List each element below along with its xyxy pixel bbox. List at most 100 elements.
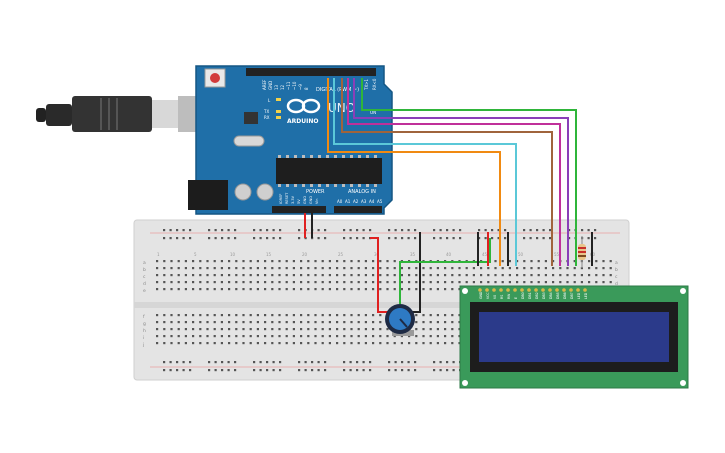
- breadboard-hole: [206, 321, 209, 324]
- breadboard-hole: [516, 274, 519, 277]
- breadboard-hole: [324, 361, 327, 364]
- breadboard-hole: [444, 335, 447, 338]
- lcd-display: GND VCC V0 RS RW E DB0 DB1 DB2 DB3 DB4 D…: [459, 285, 689, 389]
- breadboard-hole: [163, 321, 166, 324]
- breadboard-hole: [451, 321, 454, 324]
- breadboard-hole: [357, 335, 360, 338]
- column-number: 1: [157, 252, 160, 257]
- breadboard-hole: [372, 274, 375, 277]
- lcd-pin-label: DB4: [549, 292, 553, 299]
- breadboard-hole: [271, 342, 274, 345]
- breadboard-hole: [480, 281, 483, 284]
- header-label: 12: [280, 84, 285, 90]
- breadboard-hole: [208, 361, 211, 364]
- breadboard-hole: [199, 260, 202, 263]
- breadboard-hole: [163, 328, 166, 331]
- breadboard-hole: [343, 335, 346, 338]
- breadboard-hole: [357, 260, 360, 263]
- breadboard-hole: [300, 314, 303, 317]
- breadboard-hole: [285, 260, 288, 263]
- breadboard-hole: [156, 314, 159, 317]
- breadboard-hole: [602, 274, 605, 277]
- breadboard-hole: [379, 274, 382, 277]
- column-number: 15: [266, 252, 272, 257]
- breadboard-hole: [220, 335, 223, 338]
- breadboard-hole: [271, 274, 274, 277]
- breadboard-hole: [249, 260, 252, 263]
- breadboard-hole: [314, 335, 317, 338]
- breadboard-hole: [343, 369, 346, 372]
- breadboard-hole: [549, 229, 552, 232]
- breadboard-hole: [336, 260, 339, 263]
- breadboard-hole: [433, 361, 436, 364]
- lcd-pin-hole: [478, 288, 482, 292]
- breadboard-hole: [279, 237, 282, 240]
- breadboard-hole: [357, 267, 360, 270]
- breadboard-hole: [177, 335, 180, 338]
- breadboard-hole: [249, 267, 252, 270]
- breadboard-hole: [369, 361, 372, 364]
- breadboard-hole: [343, 361, 346, 364]
- breadboard-hole: [529, 237, 532, 240]
- breadboard-hole: [259, 369, 262, 372]
- breadboard-hole: [349, 229, 352, 232]
- column-number: 40: [446, 252, 452, 257]
- breadboard-hole: [300, 335, 303, 338]
- header-label: RX<0: [372, 78, 377, 90]
- breadboard-hole: [264, 335, 267, 338]
- breadboard-hole: [328, 328, 331, 331]
- breadboard-hole: [314, 267, 317, 270]
- breadboard-hole: [184, 328, 187, 331]
- breadboard-hole: [444, 321, 447, 324]
- breadboard-hole: [220, 321, 223, 324]
- breadboard-hole: [163, 369, 166, 372]
- breadboard-hole: [199, 335, 202, 338]
- reset-button[interactable]: [210, 73, 220, 83]
- breadboard-hole: [568, 229, 571, 232]
- lcd-pin-hole: [492, 288, 496, 292]
- row-letter: a: [143, 261, 146, 266]
- breadboard-hole: [321, 321, 324, 324]
- breadboard-hole: [220, 267, 223, 270]
- breadboard-hole: [321, 274, 324, 277]
- potentiometer[interactable]: [385, 304, 415, 336]
- breadboard-hole: [214, 369, 217, 372]
- breadboard-hole: [429, 274, 432, 277]
- lcd-pin-hole: [569, 288, 573, 292]
- breadboard-hole: [272, 229, 275, 232]
- breadboard-hole: [451, 281, 454, 284]
- breadboard-hole: [307, 267, 310, 270]
- breadboard-hole: [386, 260, 389, 263]
- breadboard-hole: [328, 267, 331, 270]
- breadboard-hole: [192, 274, 195, 277]
- breadboard-hole: [169, 361, 172, 364]
- breadboard-hole: [523, 274, 526, 277]
- breadboard-hole: [429, 314, 432, 317]
- breadboard-hole: [343, 288, 346, 291]
- breadboard-hole: [523, 281, 526, 284]
- breadboard-hole: [304, 361, 307, 364]
- breadboard-hole: [278, 328, 281, 331]
- breadboard-hole: [249, 288, 252, 291]
- breadboard-hole: [317, 237, 320, 240]
- top-header-labels: AREF GND 13 12 ~11 ~10 ~9 8 TX>1 RX<0: [262, 78, 377, 91]
- breadboard-hole: [206, 335, 209, 338]
- breadboard-hole: [253, 361, 256, 364]
- breadboard-hole: [163, 361, 166, 364]
- column-number: 35: [410, 252, 416, 257]
- breadboard-hole: [285, 335, 288, 338]
- breadboard-hole: [523, 260, 526, 263]
- breadboard-hole: [386, 274, 389, 277]
- breadboard-hole: [439, 237, 442, 240]
- breadboard-hole: [242, 321, 245, 324]
- breadboard-hole: [298, 369, 301, 372]
- breadboard-hole: [169, 229, 172, 232]
- breadboard-hole: [472, 267, 475, 270]
- breadboard-hole: [304, 237, 307, 240]
- breadboard-hole: [271, 288, 274, 291]
- breadboard-hole: [278, 267, 281, 270]
- breadboard-hole: [278, 335, 281, 338]
- breadboard-hole: [407, 229, 410, 232]
- breadboard-hole: [278, 314, 281, 317]
- breadboard-hole: [501, 281, 504, 284]
